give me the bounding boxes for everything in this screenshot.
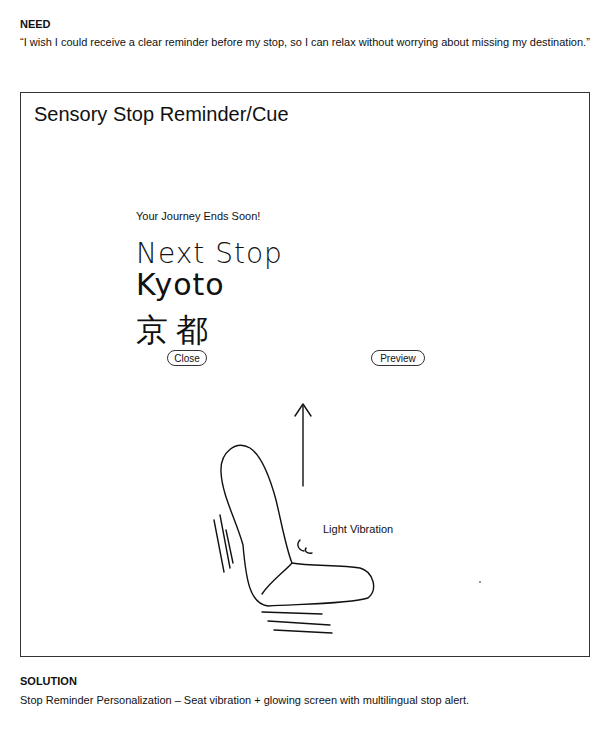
button-label: Preview xyxy=(380,353,416,364)
station-name-kanji: 京都 xyxy=(136,309,216,353)
section-heading: NEED xyxy=(20,17,51,32)
screen-alert: Close Preview Your Journey Ends Soon! Next … xyxy=(136,181,451,381)
close-button: Close xyxy=(167,350,207,366)
cue-arrow-head xyxy=(295,404,311,416)
vibration-mark xyxy=(305,548,312,553)
vibration-mark xyxy=(298,540,304,551)
motion-line xyxy=(226,530,233,563)
button-label: Close xyxy=(174,353,200,364)
station-name: Kyoto xyxy=(136,267,225,302)
frame-panel: Close Preview Your Journey Ends Soon! Next … xyxy=(20,92,590,657)
motion-line xyxy=(262,612,322,614)
preview-button: Preview xyxy=(371,350,425,366)
frame-title: Sensory Stop Reminder/Cue xyxy=(34,103,289,126)
motion-line xyxy=(268,621,330,625)
solution-text: Stop Reminder Personalization – Seat vib… xyxy=(20,693,605,708)
section-heading: SOLUTION xyxy=(20,674,77,689)
motion-line xyxy=(274,630,332,633)
cue-arrow xyxy=(302,406,303,486)
dot xyxy=(479,581,481,583)
alert-heading: Your Journey Ends Soon! xyxy=(136,210,260,222)
callout-label: Light Vibration xyxy=(323,522,393,537)
next-stop-text: Next Stop xyxy=(136,237,283,270)
need-quote: “I wish I could receive a clear reminder… xyxy=(20,35,598,50)
seat-inner-line xyxy=(262,563,292,594)
